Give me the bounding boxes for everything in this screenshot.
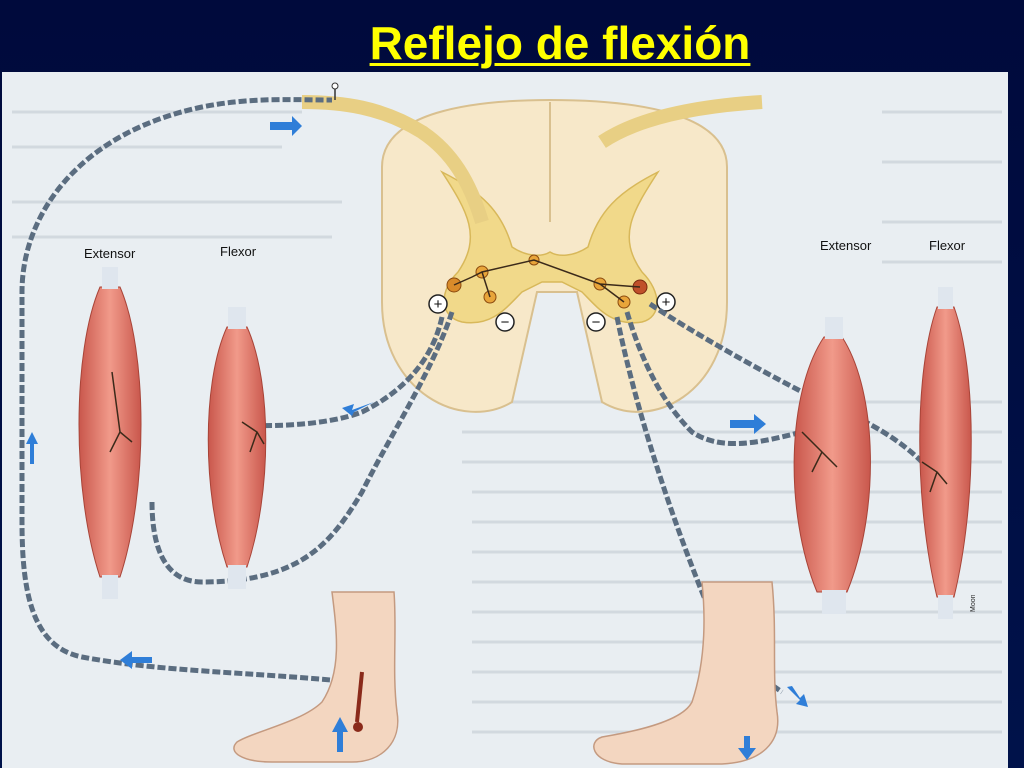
motor-fiber-right-extensor <box>624 311 803 446</box>
reflex-diagram: + − − + <box>2 72 1008 768</box>
sensory-fiber <box>19 97 353 685</box>
slide-title: Reflejo de flexión <box>369 17 751 69</box>
arrow-down-foot <box>738 736 756 760</box>
arrow-left-flexor <box>342 402 374 416</box>
arrow-left-bottom <box>120 651 152 669</box>
arrow-down-right <box>787 686 808 707</box>
interneurons <box>446 254 648 309</box>
reflex-diagram-svg: + − − + <box>12 82 1002 765</box>
plus-sign-right: + <box>662 294 671 311</box>
right-extensor-muscle <box>793 317 871 614</box>
left-flexor-label: Flexor <box>220 244 257 259</box>
right-foot <box>593 581 779 765</box>
sign-plus-right: + <box>656 292 676 312</box>
left-extensor-muscle <box>78 267 142 599</box>
left-flexor-muscle <box>207 307 267 589</box>
motor-fiber-left-flexor <box>221 316 445 429</box>
sign-plus-left: + <box>428 294 448 314</box>
right-extensor-label: Extensor <box>820 238 872 253</box>
title-bar: Reflejo de flexión <box>0 0 1024 72</box>
arrow-up-left <box>26 432 38 464</box>
nerve-fibers <box>19 97 924 695</box>
sensory-receptor <box>331 82 339 100</box>
motor-fiber-right-flexor <box>648 301 924 464</box>
left-foot <box>233 591 399 763</box>
left-extensor-label: Extensor <box>84 246 136 261</box>
arrow-up-foot <box>332 717 348 752</box>
arrow-right-extensor <box>730 414 766 434</box>
motor-fiber-left-extensor <box>149 311 455 585</box>
artist-credit: Moon <box>970 594 977 612</box>
minus-sign-right: − <box>592 314 601 331</box>
right-flexor-label: Flexor <box>929 238 966 253</box>
minus-sign-left: − <box>501 314 510 331</box>
right-flexor-muscle <box>919 287 972 619</box>
arrow-right-top <box>270 116 302 136</box>
sign-minus-right: − <box>586 312 606 332</box>
plus-sign-left: + <box>434 296 443 313</box>
direction-arrows <box>26 116 808 760</box>
sign-minus-left: − <box>495 312 515 332</box>
